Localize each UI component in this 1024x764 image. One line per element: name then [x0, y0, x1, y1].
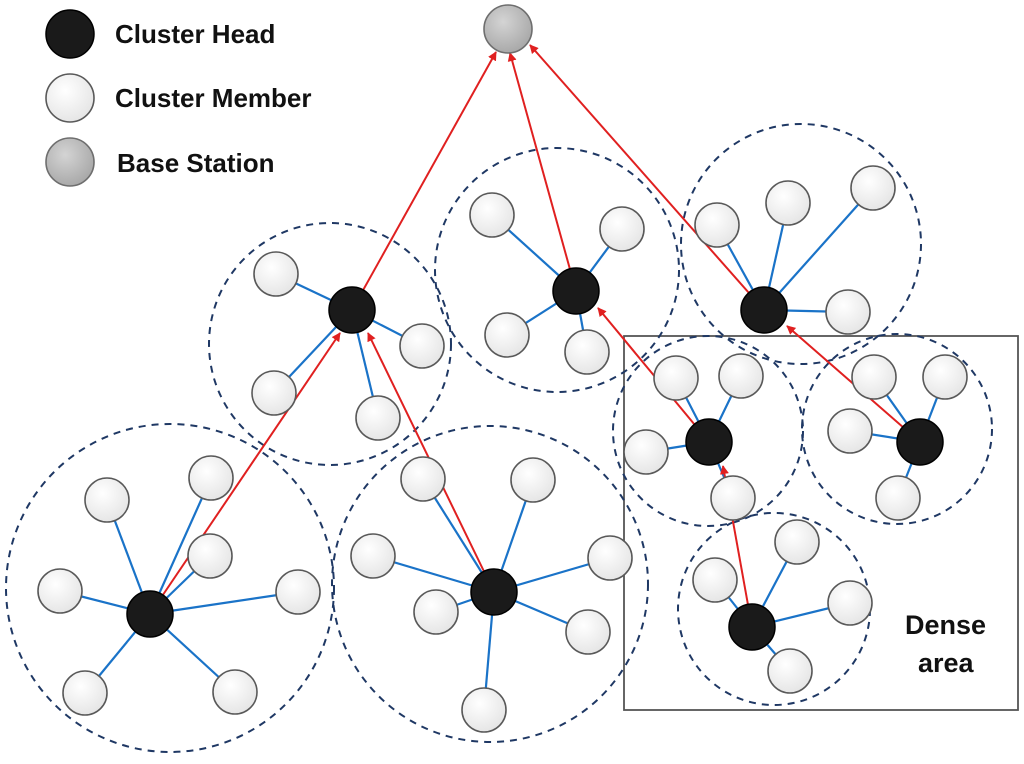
cluster-members: [37, 165, 968, 733]
cluster-head-node: [126, 590, 174, 638]
cluster-member-node: [694, 202, 740, 248]
cluster-member-node: [484, 312, 530, 358]
legend-cluster-head-label: Cluster Head: [115, 19, 275, 49]
intra-cluster-link: [763, 187, 874, 311]
cluster-member-node: [767, 648, 813, 694]
intra-cluster-links: [59, 187, 947, 711]
route-arrow: [351, 51, 497, 311]
cluster-head-node: [728, 603, 776, 651]
cluster-member-node: [922, 354, 968, 400]
cluster-member-node: [827, 580, 873, 626]
cluster-range: [612, 335, 804, 527]
cluster-member-node: [275, 569, 321, 615]
cluster-member-node: [718, 353, 764, 399]
cluster-member-node: [253, 251, 299, 297]
cluster-member-node: [188, 455, 234, 501]
cluster-member-node: [825, 289, 871, 335]
cluster-heads: [126, 267, 944, 651]
base-station-node: [483, 4, 533, 54]
cluster-member-node: [587, 535, 633, 581]
dense-area-box: [623, 335, 1019, 711]
cluster-member-node: [599, 206, 645, 252]
route-arrow: [529, 44, 765, 311]
cluster-member-node: [461, 687, 507, 733]
intra-cluster-link: [148, 477, 213, 615]
cluster-member-node: [875, 475, 921, 521]
cluster-member-node: [62, 670, 108, 716]
legend-cluster-head-icon: [45, 9, 95, 59]
dense-area-label-line1: Dense: [905, 610, 986, 640]
cluster-member-node: [350, 533, 396, 579]
cluster-member-node: [399, 323, 445, 369]
cluster-member-node: [710, 475, 756, 521]
cluster-member-node: [469, 192, 515, 238]
cluster-head-node: [740, 286, 788, 334]
cluster-head-node: [470, 568, 518, 616]
legend-base-station-icon: [45, 137, 95, 187]
cluster-member-node: [212, 669, 258, 715]
route-arrow: [507, 52, 577, 292]
legend-cluster-member-label: Cluster Member: [115, 83, 312, 113]
cluster-member-node: [187, 533, 233, 579]
legend: Cluster Head Cluster Member Base Station: [45, 9, 312, 187]
dense-area-label-line2: area: [918, 648, 975, 678]
cluster-member-node: [564, 329, 610, 375]
cluster-member-node: [653, 355, 699, 401]
cluster-member-node: [355, 395, 401, 441]
cluster-member-node: [765, 180, 811, 226]
cluster-member-node: [251, 370, 297, 416]
cluster-member-node: [413, 589, 459, 635]
intra-cluster-link: [149, 590, 299, 616]
cluster-range: [680, 123, 922, 365]
cluster-head-node: [328, 286, 376, 334]
cluster-member-node: [510, 457, 556, 503]
cluster-member-node: [565, 609, 611, 655]
cluster-head-node: [896, 418, 944, 466]
cluster-range: [208, 222, 452, 466]
cluster-range: [331, 425, 649, 743]
cluster-range: [434, 147, 680, 393]
cluster-member-node: [37, 568, 83, 614]
cluster-member-node: [692, 557, 738, 603]
cluster-head-node: [685, 418, 733, 466]
legend-cluster-member-icon: [45, 73, 95, 123]
cluster-member-node: [774, 519, 820, 565]
cluster-range: [5, 423, 335, 753]
cluster-head-node: [552, 267, 600, 315]
legend-base-station-label: Base Station: [117, 148, 275, 178]
cluster-member-node: [827, 408, 873, 454]
cluster-member-node: [623, 429, 669, 475]
route-arrow: [149, 332, 341, 615]
cluster-member-node: [850, 165, 896, 211]
cluster-member-node: [851, 354, 897, 400]
cluster-member-node: [84, 477, 130, 523]
cluster-member-node: [400, 456, 446, 502]
cluster-range: [801, 333, 993, 525]
